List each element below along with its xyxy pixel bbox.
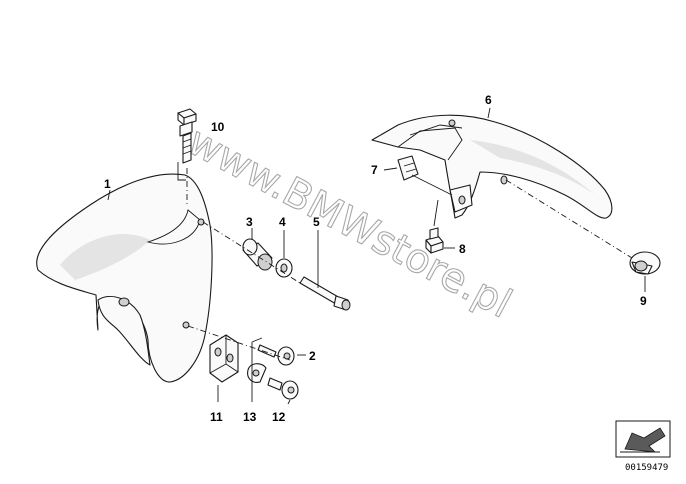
callout-4: 4	[279, 215, 286, 229]
clamp-plate-11-part	[209, 334, 239, 383]
leader-7-line	[411, 174, 453, 196]
leader-8-line	[433, 199, 439, 227]
bolt-8-part	[425, 227, 444, 254]
leader-12	[287, 399, 291, 405]
spacer-3-part	[242, 238, 273, 271]
callout-13: 13	[243, 410, 257, 424]
leader-6	[487, 107, 491, 119]
long-bolt-5-part	[299, 276, 351, 311]
socket-screw-12-part	[267, 377, 299, 400]
callout-6: 6	[485, 93, 492, 107]
leader-1	[107, 189, 111, 201]
clip-13-part	[247, 363, 267, 383]
mounting-axis-upper	[202, 221, 301, 284]
front-fender-part	[36, 173, 213, 383]
callout-3: 3	[246, 215, 253, 229]
callout-1: 1	[104, 177, 111, 191]
leader-7	[383, 167, 398, 171]
callout-9: 9	[640, 294, 647, 308]
callout-2: 2	[309, 349, 316, 363]
rear-fender-6-part	[371, 114, 613, 219]
reference-badge: 00159479	[615, 420, 671, 473]
mounting-axis-rear	[505, 179, 633, 259]
callout-11: 11	[210, 410, 223, 424]
arrow-icon	[620, 427, 666, 453]
callout-7: 7	[371, 163, 378, 177]
leader-10-bracket	[177, 162, 186, 181]
clip-nut-7-part	[397, 155, 419, 181]
leader-13	[251, 337, 263, 402]
callout-12: 12	[272, 410, 286, 424]
callout-5: 5	[313, 215, 320, 229]
callout-10: 10	[211, 120, 225, 134]
mounting-axis-lower	[187, 325, 291, 361]
plug-9-part	[629, 251, 661, 275]
washer-4-part	[275, 258, 293, 278]
callout-8: 8	[459, 242, 466, 256]
bolt-10-part	[177, 108, 197, 164]
reference-number: 00159479	[625, 463, 668, 473]
